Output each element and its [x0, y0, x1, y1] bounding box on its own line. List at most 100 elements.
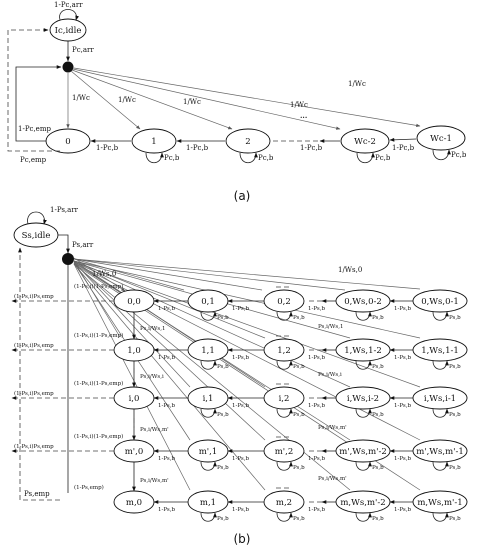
back-label-b-1-3: 1-Ps,b: [308, 355, 325, 361]
back-label-b-2-1: 1-Ps,b: [158, 403, 175, 409]
down-label-b-3: (1-Ps,i)(1-Ps,emp): [74, 433, 123, 440]
back-label-b-0-3: 1-Ps,b: [308, 306, 325, 312]
state-a-2: [225, 128, 271, 154]
self-loop-b-3-2: [276, 461, 293, 471]
idle-self-loop-a-label: 1-Pc,arr: [54, 1, 83, 9]
self-loop-label-b-1-3: Ps,b: [372, 364, 384, 370]
state-b-0-0-label: 0,0: [127, 297, 141, 307]
empty-edge-a: [15, 65, 62, 142]
empty-label-a: 1-Pc,emp: [18, 125, 51, 133]
back-label-b-1-2: 1-Ps,b: [232, 355, 249, 361]
far-entry-label-0: 1/Ws,0: [338, 266, 362, 274]
idle-self-loop-b: [27, 211, 47, 225]
self-loop-b-1-2: [276, 360, 293, 370]
entry-edge-a-3: [72, 68, 341, 130]
state-a-4-label: Wc-1: [430, 134, 452, 144]
stage-entry-label-b-3: Ps,i/Ws,m': [140, 427, 169, 433]
arrival-label-b: Ps,arr: [72, 241, 94, 249]
back-label-b-4-4: 1-Ps,b: [394, 507, 411, 513]
back-label-b-2-4: 1-Ps,b: [394, 403, 411, 409]
self-loop-b-0-4: [432, 311, 449, 321]
self-loop-b-1-1: [200, 360, 217, 370]
entry-edge-a-1: [70, 70, 141, 130]
self-loop-label-b-3-4: Ps,b: [449, 465, 461, 471]
self-loop-label-a-1: Pc,b: [164, 154, 180, 162]
back-label-b-1-1: 1-Ps,b: [158, 355, 175, 361]
stage-entry-label-b-2: Ps,i/Ws,i: [140, 374, 164, 380]
caption-b: (b): [234, 532, 251, 546]
entry-label-a-1: 1/Wc: [118, 96, 136, 104]
state-a-3-label: Wc-2: [354, 137, 376, 147]
back-label-b-4-3: 1-Ps,b: [308, 507, 325, 513]
self-loop-label-b-1-4: Ps,b: [449, 364, 461, 370]
self-loop-b-2-4: [432, 408, 449, 418]
down-label-b-2: (1-Ps,i)(1-Ps,emp): [74, 380, 123, 387]
state-b-3-1-label: m',1: [199, 447, 218, 457]
self-loop-a-2: [239, 152, 258, 164]
self-loop-label-a-3: Pc,b: [375, 154, 391, 162]
entry-label-a-2: 1/Wc: [183, 98, 201, 106]
state-b-4-1-label: m,1: [200, 498, 216, 508]
far-entry-label-b-3: Ps,i/Ws,m': [318, 425, 347, 431]
self-loop-b-2-1: [200, 408, 217, 418]
self-loop-label-b-0-3: Ps,b: [372, 315, 384, 321]
back-label-b-4-2: 1-Ps,b: [232, 507, 249, 513]
state-b-4-3-label: m,Ws,m'-2: [340, 498, 385, 508]
state-b-4-4-label: m,Ws,m'-1: [417, 498, 462, 508]
state-b-2-0-label: i,0: [129, 394, 140, 404]
self-loop-a-1: [145, 152, 164, 164]
entry-edge-a-4: [73, 67, 421, 128]
back-label-a-3: 1-Pc,b: [300, 144, 323, 152]
state-b-2-3-label: i,Ws,i-2: [347, 394, 379, 404]
panel-b: Ss,idle 1-Ps,arr Ps,arr: [11, 206, 468, 546]
back-label-a-1: 1-Pc,b: [96, 144, 119, 152]
self-loop-label-b-0-4: Ps,b: [449, 315, 461, 321]
stage-entry-label-b-4: Ps,i/Ws,m': [140, 478, 169, 484]
self-loop-b-3-4: [432, 461, 449, 471]
state-b-0-2-label: 0,2: [277, 297, 291, 307]
state-a-4: [416, 125, 466, 151]
state-idle-a-label: Ic,idle: [55, 26, 82, 36]
self-loop-label-b-4-2: Ps,b: [293, 516, 305, 522]
self-loop-label-a-2: Pc,b: [258, 154, 274, 162]
far-entry-label-b-2: Ps,i/Ws,i: [318, 372, 342, 378]
far-entry-label-b-4: Ps,i/Ws,m': [318, 476, 347, 482]
state-b-2-2-label: i,2: [279, 394, 290, 404]
far-entry-label-b-1: Ps,i/Ws,1: [318, 324, 343, 330]
state-b-4-2-label: m,2: [276, 498, 292, 508]
state-b-1-1-label: 1,1: [201, 346, 215, 356]
state-b-1-0-label: 1,0: [127, 346, 141, 356]
state-b-3-3-label: m',Ws,m'-2: [339, 447, 387, 457]
state-b-3-2-label: m',2: [275, 447, 294, 457]
self-loop-label-b-4-1: Ps,b: [217, 516, 229, 522]
self-loop-b-4-2: [276, 512, 293, 522]
down-label-b-1: (1-Ps,i)(1-Ps,emp): [74, 332, 123, 339]
self-loop-b-3-1: [200, 461, 217, 471]
back-label-b-0-2: 1-Ps,b: [232, 306, 249, 312]
self-loop-label-b-0-2: Ps,b: [293, 315, 305, 321]
state-b-3-0-label: m',0: [125, 447, 144, 457]
state-a-2-label: 2: [245, 137, 250, 147]
state-b-1-3-label: 1,Ws,1-2: [344, 346, 382, 356]
state-a-1-label: 1: [151, 137, 156, 147]
self-loop-b-1-3: [355, 360, 372, 370]
self-loop-label-b-3-1: Ps,b: [217, 465, 229, 471]
caption-a: (a): [234, 189, 251, 203]
back-label-b-3-3: 1-Ps,b: [308, 456, 325, 462]
hub-node-b: [62, 253, 74, 265]
entry-label-a-3: 1/Wc: [290, 101, 308, 109]
state-b-1-4-label: 1,Ws,1-1: [421, 346, 459, 356]
empty-label-b: Ps,emp: [24, 490, 50, 498]
self-loop-b-0-1: [200, 311, 217, 321]
back-edge-a-4: [389, 137, 417, 142]
self-loop-label-b-0-1: Ps,b: [217, 315, 229, 321]
entry-edge-a-2: [71, 69, 233, 130]
down-label-b-4: (1-Ps,emp): [74, 484, 104, 491]
left-empty-label-b-2: (1-Ps,i)Ps,emp: [14, 390, 54, 397]
self-loop-b-4-4: [432, 512, 449, 522]
self-loop-label-b-4-4: Ps,b: [449, 516, 461, 522]
state-b-0-1-label: 0,1: [201, 297, 215, 307]
return-edge-a: [7, 28, 60, 152]
state-b-2-1-label: i,1: [203, 394, 214, 404]
